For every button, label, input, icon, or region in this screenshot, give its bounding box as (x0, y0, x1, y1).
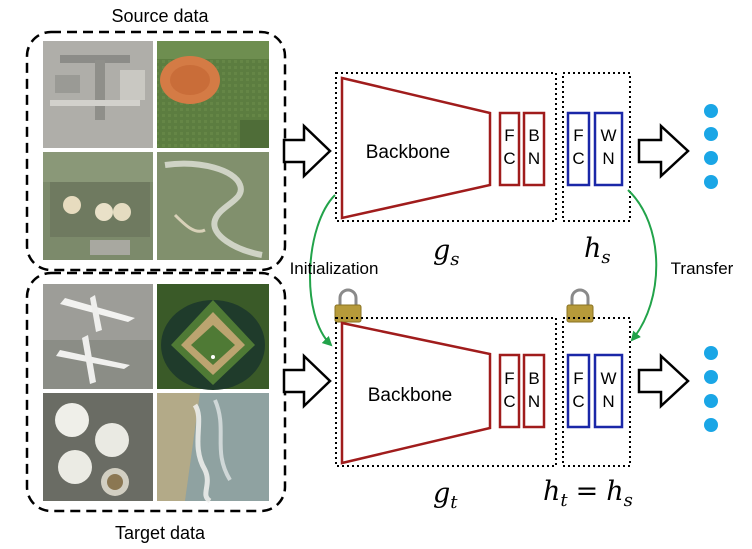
source-image-baseball-field (157, 41, 269, 148)
target-image-storage-tanks (43, 393, 153, 501)
output-dot (704, 418, 718, 432)
bn-letter-2-top: N (528, 149, 540, 168)
source-data-label: Source data (111, 6, 209, 26)
initialization-label: Initialization (290, 259, 379, 278)
backbone-trapezoid-top (340, 76, 492, 220)
fc-layer-top (498, 111, 521, 187)
fc-letter-1-top: F (504, 126, 514, 145)
fc-letter-1-bottom: F (504, 369, 514, 388)
output-dot (704, 346, 718, 360)
transfer-label: Transfer (671, 259, 734, 278)
feature-extractor-box-bottom (335, 317, 557, 467)
bn-layer-bottom (522, 353, 546, 429)
backbone-label-bottom: Backbone (368, 385, 453, 406)
source-image-river (157, 152, 269, 260)
output-dot (704, 104, 718, 118)
head-wn-letter-1-top: W (600, 126, 616, 145)
output-dot (704, 394, 718, 408)
head-fc-letter-1-bottom: F (573, 369, 583, 388)
backbone-label-top: Backbone (366, 142, 451, 163)
fc-layer-bottom (498, 353, 521, 429)
head-wn-letter-2-top: N (602, 149, 614, 168)
h-source-label: hs (584, 233, 611, 268)
bn-layer-top (522, 111, 546, 187)
classifier-box-top (562, 72, 631, 222)
head-wn-letter-2-bottom: N (602, 392, 614, 411)
target-image-beach (157, 393, 269, 504)
input-arrow-top (282, 123, 332, 179)
fc-letter-2-top: C (503, 149, 515, 168)
bn-letter-1-top: B (528, 126, 539, 145)
g-source-label: gs (433, 235, 460, 270)
output-arrow-bottom (637, 353, 690, 409)
head-wn-layer-top (593, 111, 624, 187)
g-target-label: gt (433, 478, 458, 513)
head-fc-letter-2-top: C (572, 149, 584, 168)
output-dot (704, 127, 718, 141)
head-wn-letter-1-bottom: W (600, 369, 616, 388)
source-image-airport (43, 41, 153, 148)
fc-letter-2-bottom: C (503, 392, 515, 411)
head-fc-letter-1-top: F (573, 126, 583, 145)
target-image-airplanes (43, 284, 153, 389)
bn-letter-1-bottom: B (528, 369, 539, 388)
initialization-arrow (309, 194, 336, 347)
input-arrow-bottom (282, 353, 332, 409)
head-fc-layer-bottom (566, 353, 591, 429)
output-dot (704, 151, 718, 165)
backbone-trapezoid-bottom (340, 321, 492, 465)
source-image-storage-tanks (43, 152, 153, 260)
head-fc-layer-top (566, 111, 591, 187)
target-image-baseball-diamond (157, 284, 269, 390)
output-dot (704, 370, 718, 384)
h-target-equation: ht=hs (543, 476, 633, 511)
head-wn-layer-bottom (593, 353, 624, 429)
feature-extractor-box-top (335, 72, 557, 222)
transfer-arrow (627, 189, 658, 342)
target-data-label: Target data (115, 523, 206, 543)
head-fc-letter-2-bottom: C (572, 392, 584, 411)
output-arrow-top (637, 123, 690, 179)
bn-letter-2-bottom: N (528, 392, 540, 411)
classifier-box-bottom (562, 317, 631, 467)
output-dot (704, 175, 718, 189)
